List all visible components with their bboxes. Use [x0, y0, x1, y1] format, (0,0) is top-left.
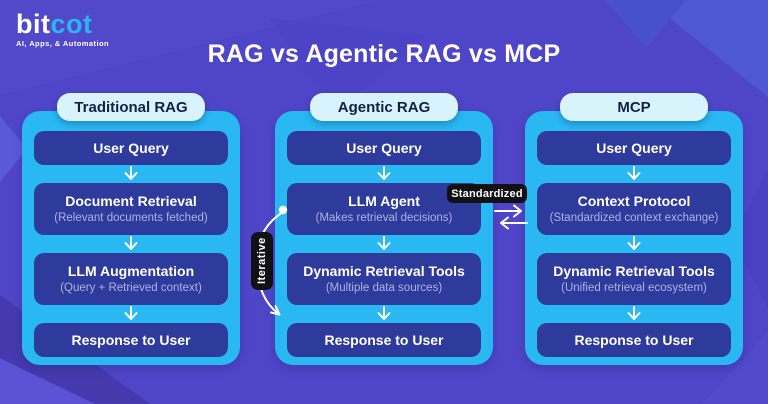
arrow-down-icon	[377, 236, 391, 250]
arrow-down-icon	[627, 306, 641, 320]
step-label: Dynamic Retrieval Tools	[553, 263, 715, 280]
step-subtext: (Makes retrieval decisions)	[315, 212, 453, 225]
standardized-label: Standardized	[447, 184, 527, 203]
step-subtext: (Standardized context exchange)	[549, 212, 719, 225]
step-box-response-to-user: Response to User	[537, 323, 731, 357]
step-label: User Query	[93, 139, 169, 156]
flow-arrow	[537, 305, 731, 323]
logo-text-bit: bit	[16, 9, 51, 39]
logo-text-cot: cot	[50, 9, 93, 39]
step-subtext: (Relevant documents fetched)	[54, 212, 208, 225]
step-box-response-to-user: Response to User	[287, 323, 481, 357]
column-header-pill: MCP	[560, 93, 708, 121]
step-subtext: (Unified retrieval ecosystem)	[561, 282, 707, 295]
step-label: Dynamic Retrieval Tools	[303, 263, 465, 280]
column-header-pill: Agentic RAG	[310, 93, 458, 121]
page-title: RAG vs Agentic RAG vs MCP	[207, 40, 561, 68]
arrow-down-icon	[377, 306, 391, 320]
logo-tagline: AI, Apps, & Automation	[16, 39, 110, 48]
bitcot-logo: bitcot AI, Apps, & Automation	[16, 11, 109, 48]
column-header-pill: Traditional RAG	[57, 93, 205, 121]
step-label: Response to User	[71, 331, 191, 348]
iterative-label: Iterative	[251, 232, 273, 290]
arrow-down-icon	[124, 236, 138, 250]
flow-arrow	[537, 235, 731, 253]
step-box-dynamic-retrieval-tools: Dynamic Retrieval Tools (Unified retrieva…	[537, 253, 731, 305]
step-box-user-query: User Query	[34, 131, 228, 165]
arrow-down-icon	[124, 306, 138, 320]
arrow-down-icon	[377, 166, 391, 180]
flow-arrow	[287, 235, 481, 253]
step-label: Context Protocol	[577, 193, 691, 210]
flow-arrow	[34, 305, 228, 323]
step-label: LLM Agent	[348, 193, 420, 210]
arrow-down-icon	[124, 166, 138, 180]
step-box-document-retrieval: Document Retrieval (Relevant documents fe…	[34, 183, 228, 235]
arrow-down-icon	[627, 236, 641, 250]
step-subtext: (Multiple data sources)	[325, 282, 443, 295]
arrow-down-icon	[627, 166, 641, 180]
exchange-arrows-icon	[494, 204, 528, 230]
step-box-user-query: User Query	[537, 131, 731, 165]
step-label: LLM Augmentation	[67, 263, 195, 280]
logo-wordmark: bitcot	[16, 11, 109, 38]
step-box-llm-agent: LLM Agent (Makes retrieval decisions)	[287, 183, 481, 235]
flow-arrow	[287, 305, 481, 323]
step-label: User Query	[596, 139, 672, 156]
step-label: User Query	[346, 139, 422, 156]
step-label: Document Retrieval	[65, 193, 197, 210]
step-box-dynamic-retrieval-tools: Dynamic Retrieval Tools (Multiple data so…	[287, 253, 481, 305]
flow-arrow	[287, 165, 481, 183]
step-label: Response to User	[324, 331, 444, 348]
step-subtext: (Query + Retrieved context)	[60, 282, 202, 295]
step-box-llm-augmentation: LLM Augmentation (Query + Retrieved conte…	[34, 253, 228, 305]
flow-arrow	[34, 235, 228, 253]
step-box-user-query: User Query	[287, 131, 481, 165]
flow-arrow	[537, 165, 731, 183]
step-box-response-to-user: Response to User	[34, 323, 228, 357]
step-box-context-protocol: Context Protocol (Standardized context ex…	[537, 183, 731, 235]
step-label: Response to User	[574, 331, 694, 348]
flow-arrow	[34, 165, 228, 183]
